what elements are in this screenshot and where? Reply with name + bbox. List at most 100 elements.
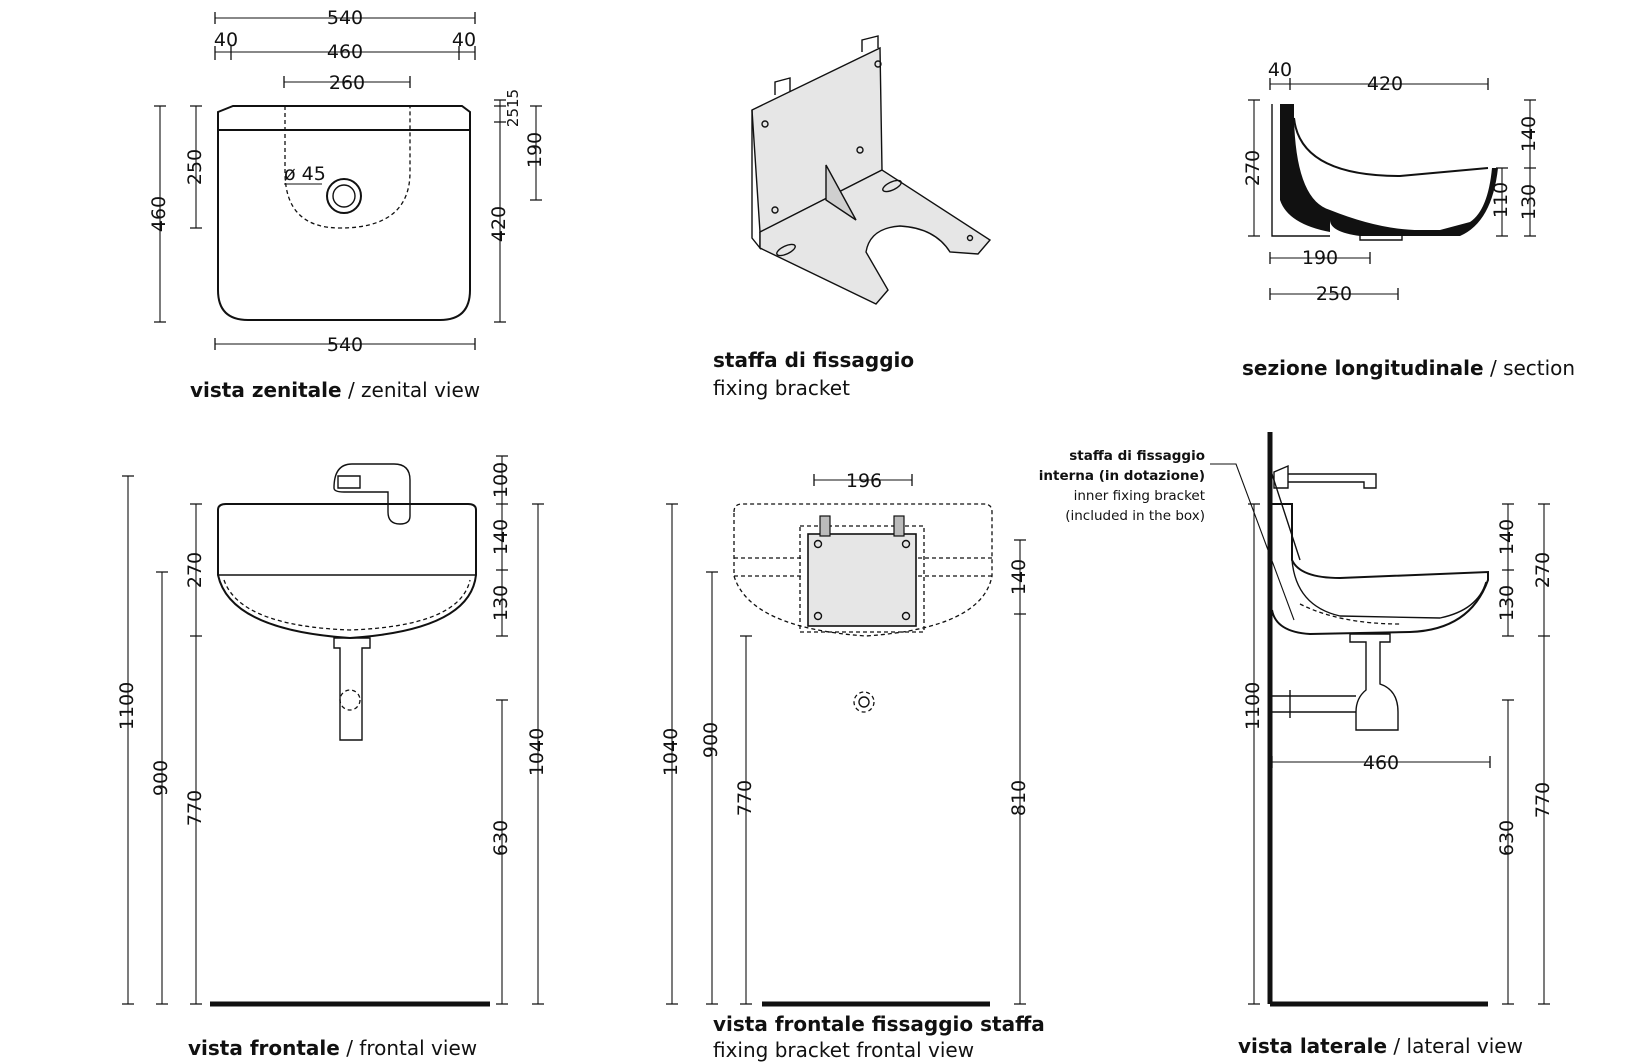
bracket-frontal-drain <box>853 691 875 713</box>
frontal-basin <box>217 503 477 640</box>
dim-zenital-inner-width: 460 <box>327 41 363 63</box>
bracket-frontal-view: 196 1040 900 770 140 810 <box>660 470 1030 1007</box>
caption-section-main: sezione longitudinale <box>1242 356 1484 380</box>
dim-lateral-trap: 630 <box>1496 820 1518 856</box>
caption-lateral-main: vista laterale <box>1238 1034 1388 1058</box>
note-line1: staffa di fissaggio <box>1069 448 1205 464</box>
frontal-tap <box>333 463 411 525</box>
dim-zenital-top-width: 540 <box>327 7 363 29</box>
zenital-rim <box>217 105 471 131</box>
frontal-trap-outlet <box>339 689 361 711</box>
bracket-base-plate <box>759 169 992 305</box>
dim-zenital-depth: 460 <box>148 196 170 232</box>
bracket-hooks <box>774 35 879 95</box>
caption-zenital-sep: / <box>341 378 362 402</box>
dim-bracket-frontal-top: 140 <box>1008 559 1030 595</box>
section-drain <box>1359 232 1403 241</box>
zenital-bowl-hidden <box>284 106 411 229</box>
caption-bracket-frontal-sub: fixing bracket frontal view <box>713 1038 975 1062</box>
dim-frontal-low: 130 <box>490 585 512 621</box>
dim-section-length: 420 <box>1367 73 1403 95</box>
note-line4: (included in the box) <box>1065 508 1205 524</box>
dim-lateral-bowl: 270 <box>1532 552 1554 588</box>
bracket-frontal-hook-left <box>819 515 831 537</box>
bracket-frontal-plate <box>807 533 917 627</box>
dim-zenital-hole-depth: 250 <box>184 149 206 185</box>
dim-bracket-frontal-width: 196 <box>846 470 882 492</box>
caption-lateral-sub: lateral view <box>1406 1034 1523 1058</box>
frontal-tap-lever <box>337 475 361 489</box>
caption-zenital-sub: zenital view <box>361 378 481 402</box>
bracket-frontal-hook-right <box>893 515 905 537</box>
dim-zenital-basin-depth: 420 <box>488 206 510 242</box>
lateral-basin <box>1271 503 1489 636</box>
dim-frontal-tap: 100 <box>490 462 512 498</box>
frontal-view: 1100 900 270 770 100 140 130 630 1040 <box>116 455 548 1007</box>
dim-zenital-rim: 2515 <box>504 89 522 127</box>
drain-hole <box>326 178 362 214</box>
section-wall-profile <box>1280 104 1330 232</box>
section-outer-bowl <box>1330 168 1498 236</box>
dim-zenital-rear: 190 <box>524 132 546 168</box>
caption-bracket-sub: fixing bracket <box>713 376 850 400</box>
lateral-view: 1100 460 140 130 630 270 770 <box>1210 432 1554 1007</box>
dim-section-drain: 190 <box>1302 247 1338 269</box>
caption-bracket-main: staffa di fissaggio <box>713 348 915 372</box>
bracket-frontal-basin-hidden <box>733 503 993 637</box>
frontal-trap <box>333 637 371 741</box>
dim-section-top: 140 <box>1518 116 1540 152</box>
dim-zenital-hole-diam: ø 45 <box>284 163 326 185</box>
frontal-bowl-hidden <box>223 579 471 631</box>
dim-frontal-side: 1040 <box>526 728 548 776</box>
note-leader <box>1210 463 1295 621</box>
dim-zenital-hole-span: 260 <box>329 72 365 94</box>
drain-hole-inner <box>332 184 356 208</box>
dim-section-wall: 40 <box>1268 59 1292 81</box>
dim-frontal-total: 1100 <box>116 682 138 730</box>
caption-section-sub: section <box>1503 356 1576 380</box>
dim-section-height: 270 <box>1242 150 1264 186</box>
caption-zenital-main: vista zenitale <box>190 378 342 402</box>
dim-section-low: 130 <box>1518 184 1540 220</box>
dim-lateral-total: 1100 <box>1242 682 1264 730</box>
lateral-trap <box>1349 633 1399 731</box>
zenital-basin-outline <box>217 130 471 321</box>
zenital-view: 540 40 460 40 260 ø 45 460 250 2515 420 … <box>148 7 546 356</box>
dim-frontal-top: 140 <box>490 519 512 555</box>
dim-lateral-low: 130 <box>1496 585 1518 621</box>
bracket-rib <box>825 164 857 221</box>
caption-lateral-view: vista laterale / lateral view <box>1238 1034 1523 1058</box>
caption-zenital-view: vista zenitale / zenital view <box>190 378 480 402</box>
section-view: 40 420 270 140 130 110 190 250 <box>1242 59 1540 305</box>
dim-zenital-left-margin: 40 <box>214 29 238 51</box>
dim-lateral-top: 140 <box>1496 519 1518 555</box>
inner-bracket-note: staffa di fissaggio interna (in dotazion… <box>1039 446 1205 526</box>
caption-section: sezione longitudinale / section <box>1242 356 1575 380</box>
dim-frontal-trap: 630 <box>490 820 512 856</box>
caption-bracket-frontal-main: vista frontale fissaggio staffa <box>713 1012 1045 1036</box>
caption-frontal-sep: / <box>339 1036 360 1060</box>
caption-lateral-sep: / <box>1387 1034 1407 1058</box>
note-line3: inner fixing bracket <box>1073 488 1205 504</box>
dim-bracket-frontal-total: 1040 <box>660 728 682 776</box>
dim-zenital-right-margin: 40 <box>452 29 476 51</box>
dim-zenital-bottom-width: 540 <box>327 334 363 356</box>
dim-bracket-frontal-low: 810 <box>1008 780 1030 816</box>
dim-bracket-frontal-rim: 900 <box>700 722 722 758</box>
section-inner-bowl <box>1293 117 1489 178</box>
bracket-frontal-bands <box>734 557 992 577</box>
dim-frontal-rim: 900 <box>150 760 172 796</box>
section-bracket <box>1271 104 1330 237</box>
dim-bracket-frontal-floor: 770 <box>734 780 756 816</box>
note-line2: interna (in dotazione) <box>1038 468 1205 484</box>
lateral-bowl-inner <box>1291 559 1487 619</box>
lateral-bracket-leader-target <box>1269 467 1301 561</box>
caption-section-sep: / <box>1483 356 1504 380</box>
dim-lateral-floor: 770 <box>1532 782 1554 818</box>
caption-frontal-sub: frontal view <box>359 1036 478 1060</box>
bracket-frontal-plate-outline <box>799 525 925 633</box>
dim-section-base: 250 <box>1316 283 1352 305</box>
dim-lateral-projection: 460 <box>1363 752 1399 774</box>
